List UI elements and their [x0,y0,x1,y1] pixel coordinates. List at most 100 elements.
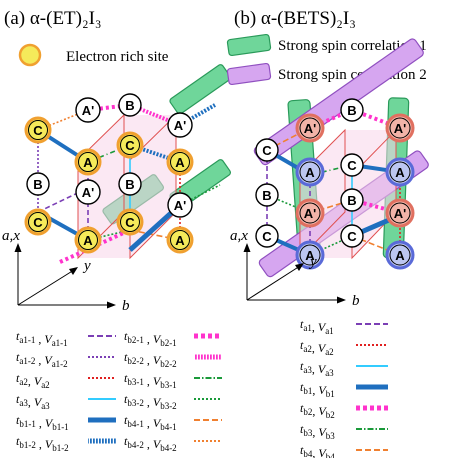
legend-swatch [88,438,116,444]
legend-row: ta2, Va2 [16,371,116,390]
axis-b-label: b [122,298,130,314]
legend-label: ta1-2 , Va1-2 [16,350,68,369]
site-A-prime: A' [167,112,193,138]
axis-y-label: y [308,254,317,270]
svg-text:A: A [395,165,405,180]
site-C: C [116,131,144,159]
svg-text:A: A [83,155,93,170]
strong-spin-1-legend-bar [226,33,272,57]
svg-text:A': A' [82,103,94,118]
panel-a-title: (a) α-(ET)₂I₃ [4,8,102,29]
legend-label: ta2, Va2 [16,371,50,390]
bond-a1 [37,187,89,213]
site-C: C [24,208,52,236]
site-A: A [74,226,102,254]
site-B: B [118,172,142,196]
svg-text:A': A' [394,121,406,136]
svg-text:A': A' [394,206,406,221]
site-A-prime: A' [385,198,415,228]
unit-cell-edge [299,128,346,260]
legend-label: ta3, Va3 [16,392,50,411]
svg-text:C: C [262,229,272,244]
svg-text:C: C [125,215,135,230]
panel-a-legend-col2: tb2-1 , Vb2-1 tb2-2 , Vb2-2 tb3-1 , Vb3-1 t… [124,329,222,453]
svg-text:C: C [33,215,43,230]
site-A: A [166,148,194,176]
site-A: A [295,240,325,270]
panel-a: (a) α-(ET)₂I₃ Electron rich site [2,8,231,453]
site-A-prime: A' [295,198,325,228]
electron-rich-legend-label: Electron rich site [66,49,169,65]
site-A: A [166,226,194,254]
site-B: B [340,188,364,212]
site-C: C [340,224,364,248]
svg-text:C: C [125,138,135,153]
panel-b: (b) α-(BETS)₂I₃ Strong spin correlation … [226,8,429,458]
site-C: C [24,116,52,144]
legend-row: tb3-2 , Vb3-2 [124,392,222,411]
site-A-prime: A' [75,97,101,123]
legend-row: ta3, Va3 [300,359,388,378]
svg-text:A': A' [174,118,186,133]
site-C: C [116,208,144,236]
axis-y-label: y [82,258,91,274]
site-A: A [385,157,415,187]
legend-label: tb4-2 , Vb4-2 [124,434,177,453]
strong-spin-2-legend-bar [226,62,272,86]
legend-label: tb3-1 , Vb3-1 [124,371,177,390]
site-A: A [295,157,325,187]
panel-a-legend-col1: ta1-1 , Va1-1 ta1-2 , Va1-2 ta2, Va2 ta3, V… [16,329,116,453]
svg-text:B: B [125,98,134,113]
svg-text:A: A [305,165,315,180]
svg-text:A': A' [304,206,316,221]
svg-text:B: B [347,103,356,118]
legend-row: tb1-1 , Vb1-1 [16,413,116,432]
axis-b-label: b [352,293,360,309]
svg-text:C: C [33,123,43,138]
legend-row: tb4, Vb4 [300,443,388,458]
legend-row: ta1-2 , Va1-2 [16,350,116,369]
legend-label: ta2, Va2 [300,338,334,357]
bond-b3 [87,229,131,241]
strong-spin-1-legend-label: Strong spin correlation 1 [278,38,427,54]
green-bar [169,64,231,115]
legend-label: tb4, Vb4 [300,443,335,458]
site-A-prime: A' [385,113,415,143]
svg-text:B: B [33,177,42,192]
legend-swatch [194,354,222,360]
legend-label: tb1, Vb1 [300,380,335,399]
legend-row: tb1-2 , Vb1-2 [16,434,116,453]
legend-label: tb1-2 , Vb1-2 [16,434,69,453]
panel-b-title: (b) α-(BETS)₂I₃ [234,8,356,29]
site-B: B [118,93,142,117]
legend-label: ta1-1 , Va1-1 [16,329,68,348]
legend-label: tb1-1 , Vb1-1 [16,413,69,432]
legend-row: tb2-2 , Vb2-2 [124,350,222,369]
legend-row: ta2, Va2 [300,338,388,357]
svg-text:A: A [175,233,185,248]
svg-text:C: C [347,229,357,244]
axis-a-x-label: a,x [2,228,20,244]
legend-label: tb2-2 , Vb2-2 [124,350,177,369]
axis-a-x-label: a,x [230,228,248,244]
svg-text:A': A' [304,121,316,136]
svg-text:B: B [347,193,356,208]
site-A: A [74,148,102,176]
site-B: B [255,183,279,207]
panel-a-lattice: C B A' A' A C [24,64,231,264]
panel-b-axes: a,x y b [230,228,360,309]
site-C: C [340,153,364,177]
legend-label: tb3, Vb3 [300,422,335,441]
electron-rich-legend-marker [18,43,42,67]
site-B: B [26,172,50,196]
legend-row: ta1-1 , Va1-1 [16,329,116,348]
site-B: B [340,98,364,122]
legend-row: tb2-1 , Vb2-1 [124,329,222,348]
legend-row: ta3, Va3 [16,392,116,411]
svg-text:A: A [395,248,405,263]
legend-label: ta3, Va3 [300,359,334,378]
legend-row: tb3, Vb3 [300,422,388,441]
svg-text:B: B [262,188,271,203]
